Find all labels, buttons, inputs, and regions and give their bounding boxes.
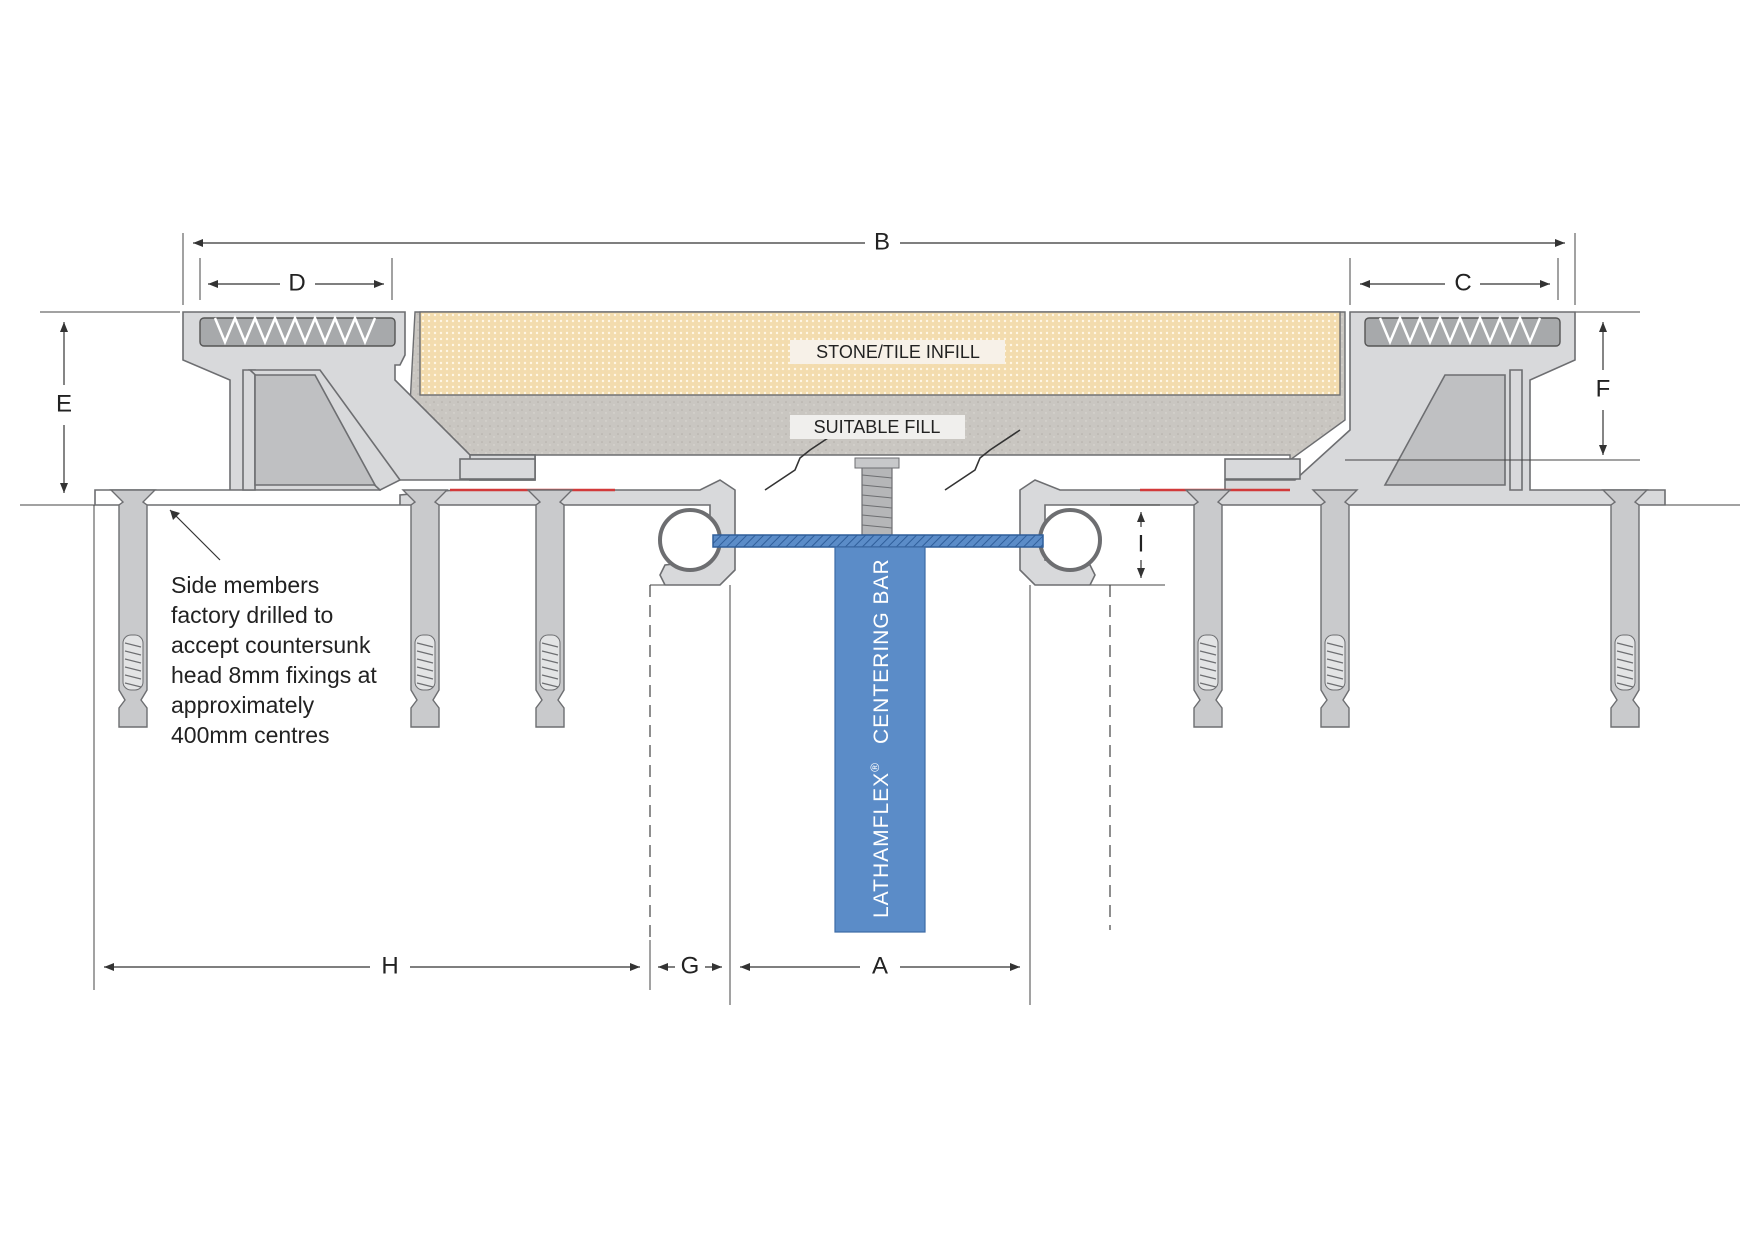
dimension-d: D (199, 258, 393, 300)
left-compression-seal (199, 314, 396, 347)
dimension-f: F (1345, 322, 1640, 461)
dimension-e-label: E (56, 390, 72, 417)
dimension-a: A (740, 952, 1020, 979)
dimension-i: I (1110, 504, 1165, 586)
dimension-g-label: G (681, 952, 700, 979)
note-line-4: head 8mm fixings at (171, 662, 377, 688)
dimension-f-label: F (1596, 375, 1611, 402)
note-line-2: factory drilled to (171, 602, 333, 628)
dimension-i-label: I (1138, 530, 1145, 557)
right-hinge-roller (1038, 508, 1102, 572)
dimension-c: C (1349, 258, 1559, 305)
left-side-member (94, 311, 736, 586)
dimension-d-label: D (288, 269, 305, 296)
infill-label-text: STONE/TILE INFILL (816, 342, 980, 362)
dimension-b: B (182, 228, 1576, 305)
infill-label: STONE/TILE INFILL (790, 340, 1005, 364)
anchor-bolts (109, 489, 1649, 728)
anchor-bolt (1601, 489, 1649, 728)
substrate-surface (20, 311, 1740, 506)
right-side-member (1019, 311, 1666, 586)
note-line-6: 400mm centres (171, 722, 330, 748)
dimension-e: E (56, 322, 72, 493)
note-line-3: accept countersunk (171, 632, 371, 658)
fixing-note: Side members factory drilled to accept c… (169, 509, 377, 748)
centering-bar: LATHAMFLEX®CENTERING BAR (712, 534, 1044, 933)
dimension-b-label: B (874, 228, 890, 255)
anchor-bolt (109, 489, 157, 728)
centering-bar-label: LATHAMFLEX®CENTERING BAR (868, 558, 893, 918)
anchor-bolt (526, 489, 574, 728)
dimension-h: H (93, 505, 651, 990)
dimension-a-label: A (872, 952, 888, 979)
note-line-5: approximately (171, 692, 315, 718)
note-line-1: Side members (171, 572, 319, 598)
left-hinge-roller (658, 508, 722, 572)
right-compression-seal (1364, 314, 1561, 347)
anchor-bolt (1184, 489, 1232, 728)
dimension-h-label: H (381, 952, 398, 979)
fill-label-text: SUITABLE FILL (814, 417, 941, 437)
fill-label: SUITABLE FILL (790, 415, 965, 439)
dimension-g: G (658, 952, 722, 979)
dimension-c-label: C (1454, 269, 1471, 296)
anchor-bolt (401, 489, 449, 728)
break-symbols (764, 429, 1021, 491)
threaded-rod (854, 457, 900, 536)
anchor-bolt (1311, 489, 1359, 728)
